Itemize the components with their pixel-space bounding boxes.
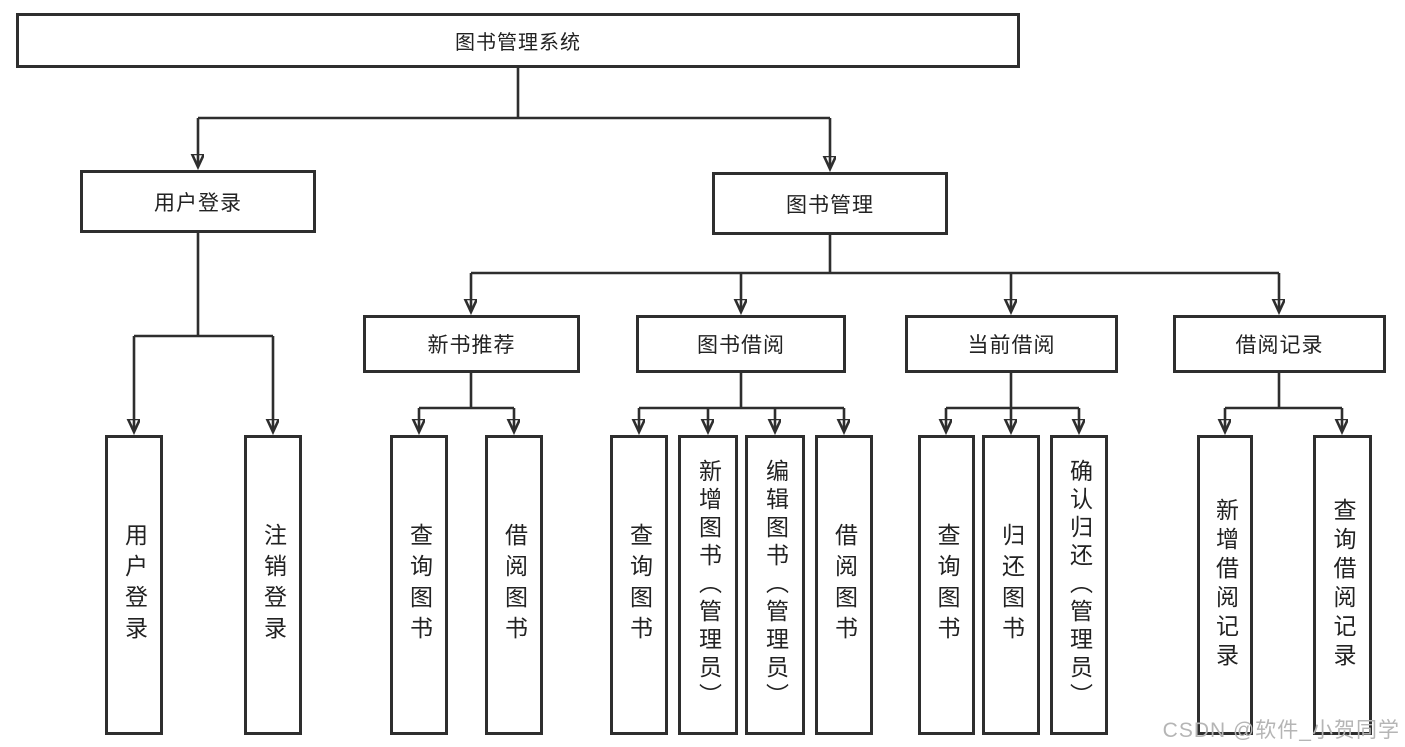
leaf-query-books-current: 查询图书 xyxy=(918,435,975,735)
leaf-query-borrow-record: 查询借阅记录 xyxy=(1313,435,1372,735)
leaf-add-borrow-record: 新增借阅记录 xyxy=(1197,435,1253,735)
node-book-management: 图书管理 xyxy=(712,172,948,235)
leaf-logout-login: 注销登录 xyxy=(244,435,302,735)
node-library-system: 图书管理系统 xyxy=(16,13,1020,68)
leaf-add-books-admin: 新增图书（管理员） xyxy=(678,435,738,735)
leaf-edit-books-admin: 编辑图书（管理员） xyxy=(745,435,805,735)
leaf-return-books: 归还图书 xyxy=(982,435,1040,735)
leaf-query-books-borrow: 查询图书 xyxy=(610,435,668,735)
leaf-borrow-books-recommend: 借阅图书 xyxy=(485,435,543,735)
leaf-confirm-return-admin: 确认归还（管理员） xyxy=(1050,435,1108,735)
node-current-borrow: 当前借阅 xyxy=(905,315,1118,373)
node-user-login: 用户登录 xyxy=(80,170,316,233)
node-new-book-recommend: 新书推荐 xyxy=(363,315,580,373)
watermark: CSDN @软件_小贺同学 xyxy=(1162,719,1400,742)
leaf-borrow-books: 借阅图书 xyxy=(815,435,873,735)
node-book-borrow: 图书借阅 xyxy=(636,315,846,373)
leaf-user-login: 用户登录 xyxy=(105,435,163,735)
leaf-query-books-recommend: 查询图书 xyxy=(390,435,448,735)
node-borrow-records: 借阅记录 xyxy=(1173,315,1386,373)
